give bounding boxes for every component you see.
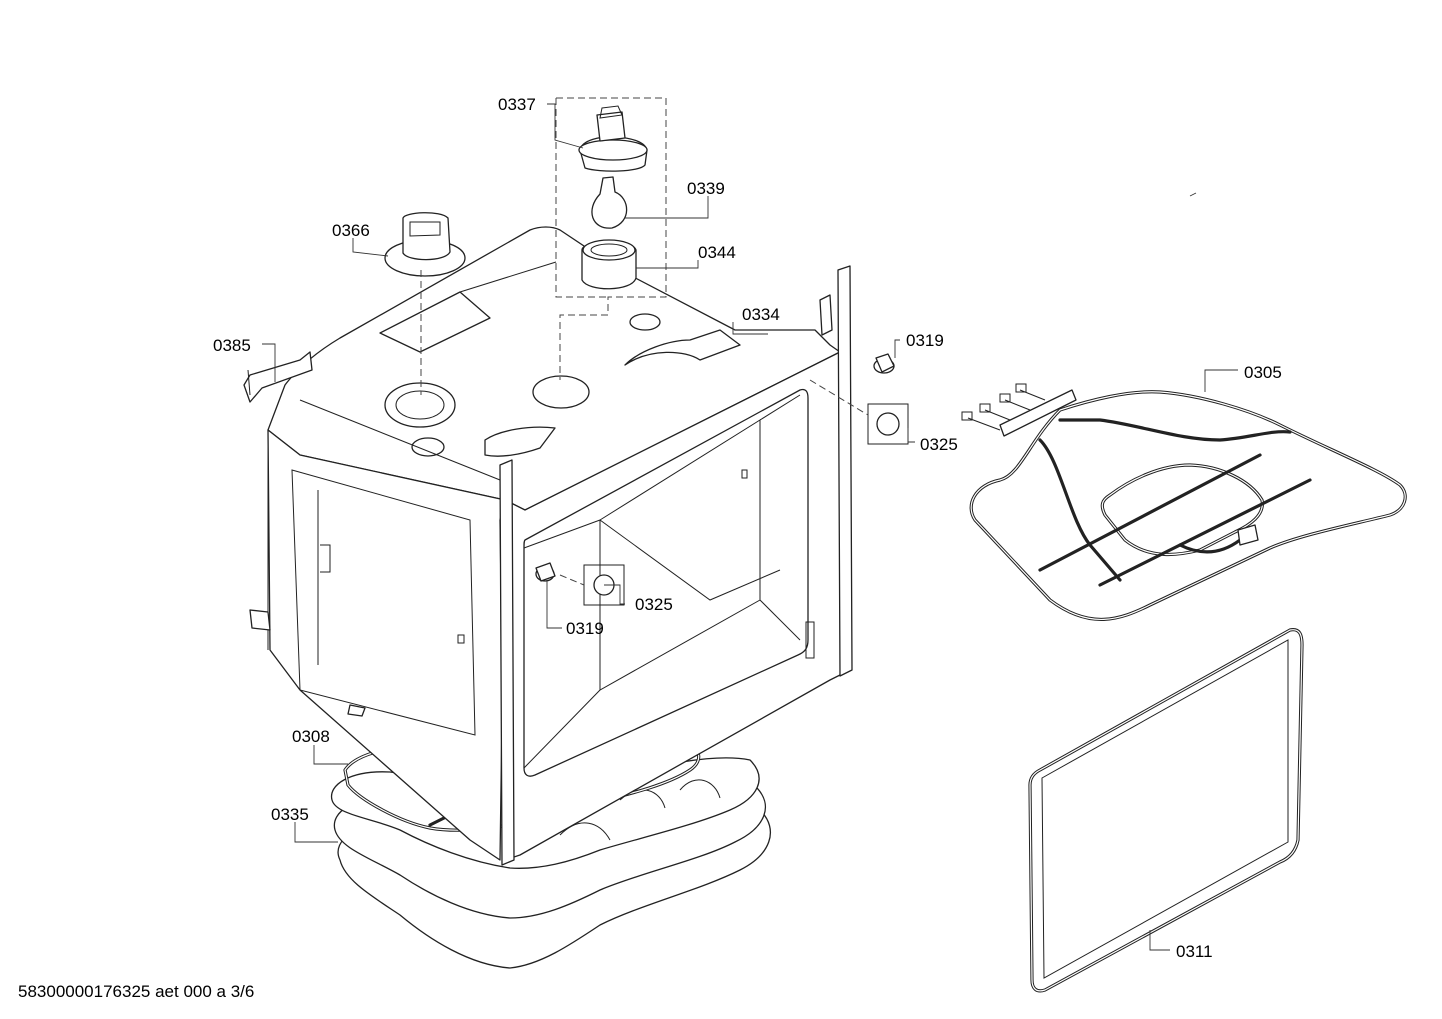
label-0325-upper: 0325 xyxy=(920,435,958,454)
label-0319-upper: 0319 xyxy=(906,331,944,350)
label-0339: 0339 xyxy=(687,179,725,198)
label-0344: 0344 xyxy=(698,243,736,262)
lamp-cover-0325-upper xyxy=(809,379,909,445)
plug-0319-upper xyxy=(873,353,895,374)
label-0305: 0305 xyxy=(1244,363,1282,382)
door-gasket-0311 xyxy=(1028,628,1304,993)
label-0334: 0334 xyxy=(742,305,780,324)
plug-0319-lower xyxy=(535,562,556,582)
label-0366: 0366 xyxy=(332,221,370,240)
part-labels: 0337 0339 0344 0366 0334 0319 0385 0305 … xyxy=(213,95,1282,961)
label-0325-lower: 0325 xyxy=(635,595,673,614)
leader-lines xyxy=(262,103,1238,951)
label-0308: 0308 xyxy=(292,727,330,746)
drawing-reference-footer: 58300000176325 aet 000 a 3/6 xyxy=(18,982,255,1001)
label-0337: 0337 xyxy=(498,95,536,114)
label-0335: 0335 xyxy=(271,805,309,824)
bracket-0385 xyxy=(243,351,313,403)
sensor-0366 xyxy=(384,212,466,395)
label-0385: 0385 xyxy=(213,336,251,355)
label-0311: 0311 xyxy=(1176,942,1213,961)
oven-cavity-0334 xyxy=(249,226,853,866)
lamp-assembly-0337 xyxy=(555,97,667,380)
grill-heater-0305 xyxy=(961,383,1407,622)
label-0319-lower: 0319 xyxy=(566,619,604,638)
